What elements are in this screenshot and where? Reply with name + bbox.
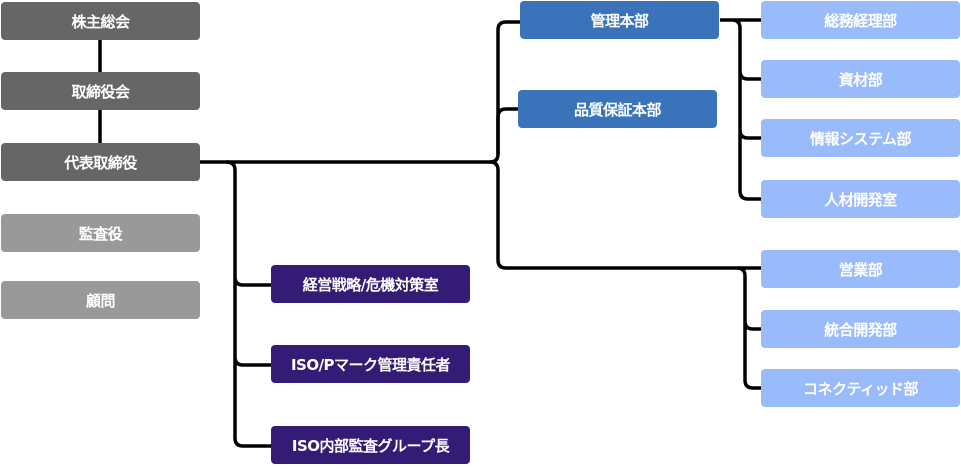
administration-division-box: 管理本部 bbox=[520, 1, 719, 39]
auditor-box: 監査役 bbox=[1, 214, 200, 252]
advisor-box: 顧問 bbox=[1, 281, 200, 319]
sales-dept-box: 営業部 bbox=[761, 250, 960, 288]
connected-dept-box: コネクティッド部 bbox=[761, 369, 960, 407]
board-of-directors-box: 取締役会 bbox=[1, 72, 200, 110]
general-affairs-dept-box: 総務経理部 bbox=[761, 1, 960, 39]
representative-director-box: 代表取締役 bbox=[1, 143, 200, 181]
strategy-office-box: 経営戦略/危機対策室 bbox=[271, 265, 470, 303]
shareholders-meeting-box: 株主総会 bbox=[1, 2, 200, 40]
it-systems-dept-box: 情報システム部 bbox=[761, 119, 960, 157]
hr-development-box: 人材開発室 bbox=[761, 180, 960, 218]
quality-assurance-division-box: 品質保証本部 bbox=[518, 90, 717, 128]
iso-audit-leader-box: ISO内部監査グループ長 bbox=[271, 426, 470, 464]
iso-pmark-manager-box: ISO/Pマーク管理責任者 bbox=[271, 345, 470, 383]
integrated-development-dept-box: 統合開発部 bbox=[761, 310, 960, 348]
materials-dept-box: 資材部 bbox=[761, 60, 960, 98]
